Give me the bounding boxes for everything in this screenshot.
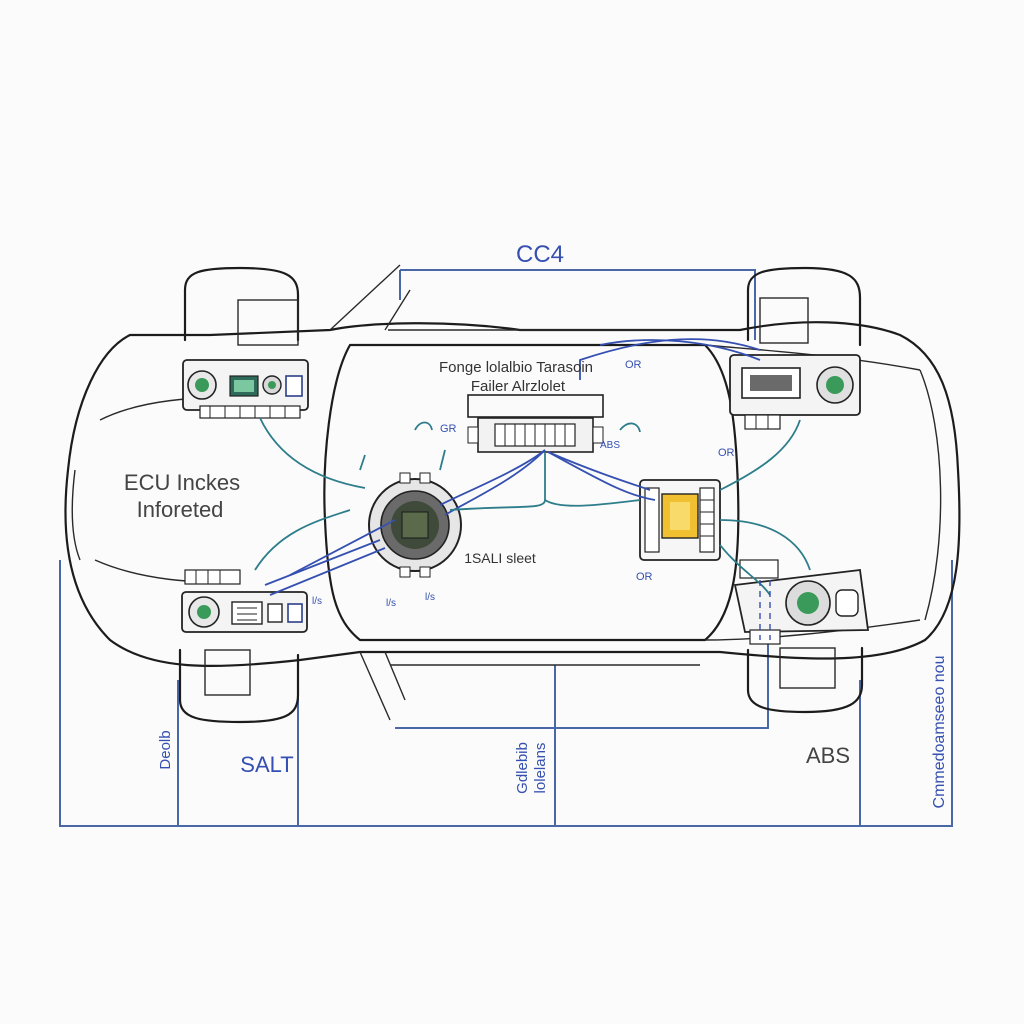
ecu-module-center-top bbox=[467, 394, 604, 453]
bottom-center-vertical-label-2: lolelans bbox=[532, 743, 549, 794]
small-tag-left: l/s bbox=[386, 598, 396, 609]
bottom-left-vertical-label: Deolb bbox=[157, 730, 174, 769]
center-module-label: 1SALI sleet bbox=[464, 550, 536, 566]
ecu-module-center-round bbox=[368, 472, 462, 578]
wheel-front-left bbox=[183, 266, 300, 346]
frame-lines bbox=[59, 269, 953, 827]
ecu-module-rear-left bbox=[181, 569, 308, 633]
small-tag-extra: l/s bbox=[312, 596, 322, 607]
center-title-line2: Failer Alrzlolet bbox=[471, 378, 566, 395]
small-tag-gr: GR bbox=[440, 423, 457, 435]
ecu-module-right-center bbox=[639, 479, 721, 561]
small-tag-or-top-right: OR bbox=[625, 359, 642, 371]
center-title-line1: Fonge lolalbio Tarasoin bbox=[439, 359, 593, 376]
ecu-module-front-right bbox=[729, 354, 861, 430]
left-title-line1: ECU Inckes bbox=[124, 470, 240, 495]
wheel-rear-right bbox=[746, 646, 864, 714]
right-vertical-label: Cmmedoamseeo nou bbox=[931, 656, 948, 809]
wiring bbox=[254, 338, 811, 640]
wheel-rear-left bbox=[178, 648, 300, 724]
left-title-line2: Inforeted bbox=[137, 497, 224, 522]
bottom-center-vertical-label-1: Gdlebib bbox=[514, 742, 531, 794]
top-bus-label: CC4 bbox=[516, 241, 564, 268]
ecu-module-front-left bbox=[182, 359, 309, 419]
car-body-outline bbox=[64, 264, 961, 721]
wheel-front-right bbox=[746, 266, 862, 347]
abs-label: ABS bbox=[806, 743, 850, 768]
small-tag-bottom: l/s bbox=[425, 592, 435, 603]
small-tag-or-right: OR bbox=[718, 447, 735, 459]
salt-label: SALT bbox=[240, 752, 293, 777]
small-tag-or-mid: OR bbox=[636, 571, 653, 583]
labels: CC4 ECU Inckes Inforeted Fonge lolalbio … bbox=[124, 241, 948, 808]
small-tag-abs: ABS bbox=[600, 440, 620, 451]
ecu-module-rear-right bbox=[733, 559, 870, 645]
